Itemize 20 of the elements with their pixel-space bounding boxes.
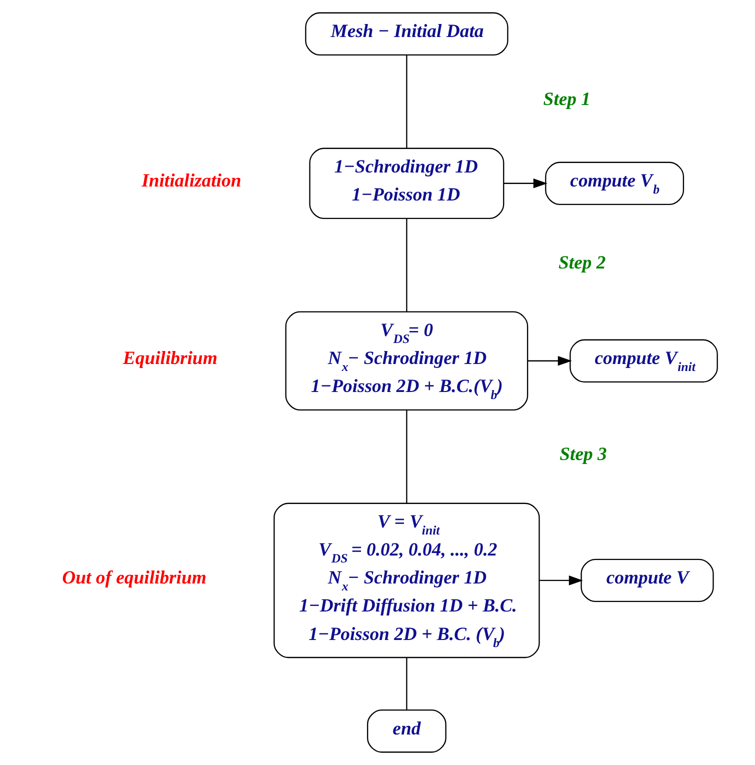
node-box: V$_{DS}$= 0 N$_{x}$− Schrodinger 1D 1−Poisson 2D + B.C.(V$_{b}$)	[285, 311, 528, 411]
node-box: 1−Schrodinger 1D 1−Poisson 1D	[309, 148, 504, 220]
label: Equilibrium	[122, 348, 218, 370]
arrow	[539, 576, 583, 586]
node-box: end	[367, 709, 446, 753]
node-box: compute V$_{init}$	[570, 339, 718, 382]
label: Step 2	[558, 252, 606, 274]
connector	[406, 55, 408, 148]
connector	[406, 658, 408, 710]
connector	[406, 410, 408, 504]
label: Step 3	[560, 444, 607, 465]
node-box: compute V$_{b}$	[545, 162, 684, 205]
label: Out of equilibrium	[62, 568, 206, 589]
node-box: Mesh − Initial Data	[305, 12, 508, 56]
label: Initialization	[142, 170, 242, 192]
label: Step 1	[543, 88, 591, 110]
node-box: compute V	[580, 558, 714, 602]
connector	[406, 218, 408, 312]
arrow	[528, 356, 572, 366]
arrow	[504, 178, 548, 188]
